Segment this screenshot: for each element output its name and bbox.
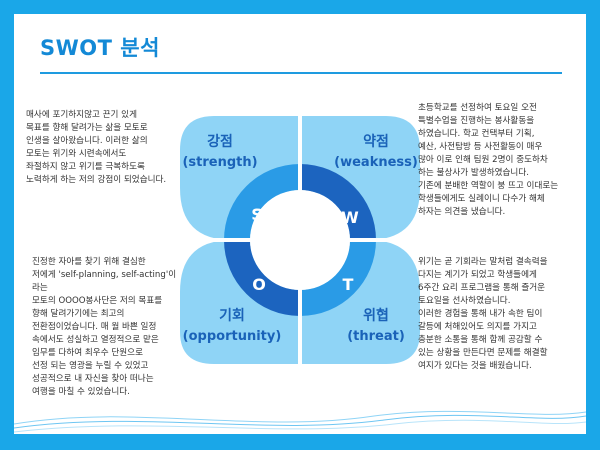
opportunity-title: 기회 bbox=[219, 308, 245, 324]
ring-gap-horizontal bbox=[222, 238, 378, 242]
page-title: SWOT 분석 bbox=[40, 36, 160, 60]
threat-subtitle: (threat) bbox=[347, 329, 405, 344]
threat-paragraph: 위기는 곧 기회라는 말처럼 결속력을 다지는 계기가 되었고 학생들에게 6주… bbox=[418, 257, 548, 371]
bottom-wave-decoration bbox=[14, 410, 586, 433]
letter-t: T bbox=[343, 275, 354, 294]
letter-s: S bbox=[251, 205, 263, 224]
slide-page: SWOT 분석 S W O T 강점 (strength) 약점 (weakne… bbox=[14, 14, 586, 434]
ring-segment-t bbox=[300, 240, 376, 316]
weakness-title: 약점 bbox=[363, 133, 389, 150]
swot-diagram: S W O T 강점 (strength) 약점 (weakness) 기회 (… bbox=[178, 114, 422, 366]
strength-title: 강점 bbox=[207, 133, 233, 150]
letter-o: O bbox=[252, 275, 266, 294]
weakness-paragraph: 초등학교를 선정하여 토요일 오전 특별수업을 진행하는 봉사활동을 하였습니다… bbox=[418, 103, 559, 217]
strength-paragraph: 매사에 포기하지않고 끈기 있게 목표를 향해 달려가는 삶을 모토로 인생을 … bbox=[26, 110, 167, 185]
threat-title: 위협 bbox=[363, 308, 389, 324]
letter-w: W bbox=[341, 208, 359, 227]
title-underline bbox=[40, 72, 562, 74]
ring-segment-o bbox=[224, 240, 300, 316]
opportunity-subtitle: (opportunity) bbox=[183, 329, 282, 344]
strength-subtitle: (strength) bbox=[182, 155, 257, 170]
opportunity-paragraph: 진정한 자아를 찾기 위해 결심한 저에게 'self-planning, se… bbox=[32, 257, 177, 397]
ring-segment-s bbox=[224, 164, 300, 240]
weakness-subtitle: (weakness) bbox=[334, 155, 418, 170]
ring-segment-w bbox=[300, 164, 376, 240]
